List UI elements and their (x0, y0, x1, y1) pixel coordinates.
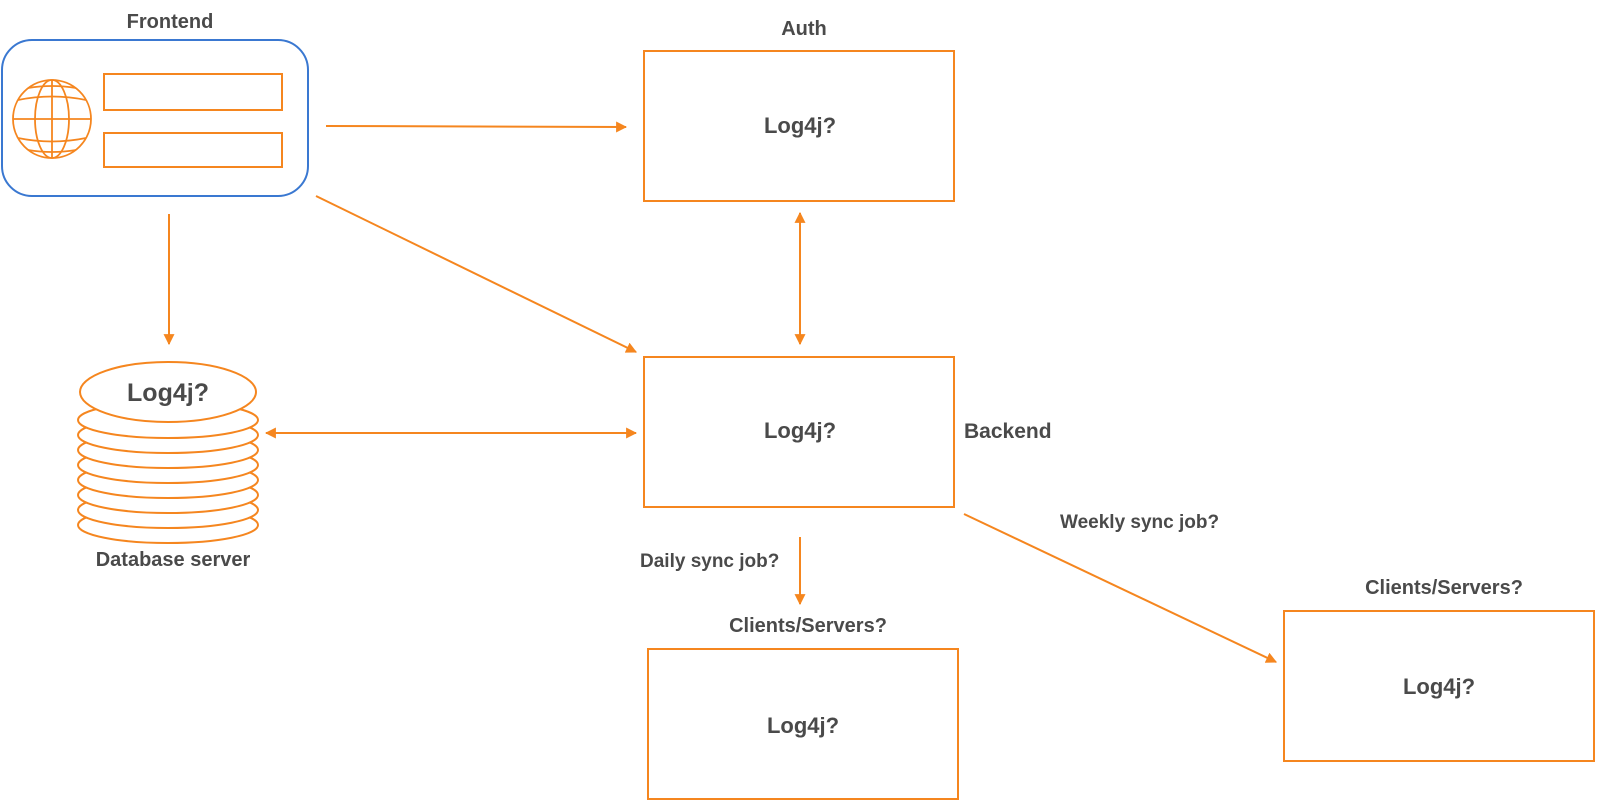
globe-icon (12, 79, 92, 159)
weekly-sync-label: Weekly sync job? (1060, 512, 1219, 533)
clients-weekly-node-label: Log4j? (1403, 674, 1475, 699)
clients-weekly-node[interactable] (1283, 610, 1595, 762)
frontend-to-auth-arrow (325, 121, 628, 133)
auth-node-label: Log4j? (764, 113, 836, 138)
clients-daily-node-label: Log4j? (767, 713, 839, 738)
clients-daily-title: Clients/Servers? (729, 615, 887, 637)
frontend-form-field-2 (103, 132, 283, 168)
database-title: Database server (96, 549, 251, 571)
database-stack-icon (77, 361, 259, 544)
database-node-label: Log4j? (127, 379, 209, 407)
clients-weekly-title: Clients/Servers? (1365, 577, 1523, 599)
backend-node-label: Log4j? (764, 418, 836, 443)
frontend-to-backend-arrow (315, 195, 637, 353)
frontend-node[interactable] (1, 39, 309, 197)
auth-node[interactable] (643, 50, 955, 202)
daily-sync-label: Daily sync job? (640, 551, 779, 572)
backend-node[interactable] (643, 356, 955, 508)
auth-title: Auth (781, 18, 827, 40)
clients-daily-node[interactable] (647, 648, 959, 800)
frontend-form-field-1 (103, 73, 283, 111)
frontend-title: Frontend (127, 11, 214, 33)
backend-to-clients-weekly-arrow (963, 513, 1277, 663)
backend-title: Backend (964, 420, 1052, 443)
